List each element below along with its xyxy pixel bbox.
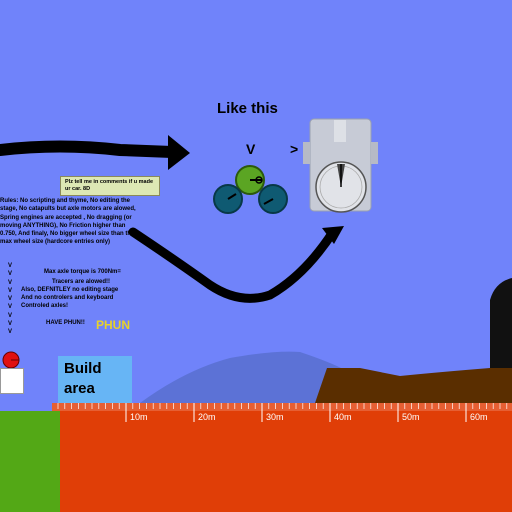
v-arrow-label: V: [246, 141, 256, 157]
build-area-line1: Build: [64, 360, 102, 377]
ruler-label-50m: 50m: [402, 412, 420, 422]
ruler-label-20m: 20m: [198, 412, 216, 422]
green-block: [0, 411, 60, 512]
drawn-arrowhead-right: [322, 226, 344, 244]
stopwatch-icon: [303, 118, 378, 213]
v-column: V V V V V V V V V: [8, 263, 13, 336]
rules-text: Rules: No scripting and thyme, No editin…: [0, 198, 136, 246]
drawn-arrowhead-left: [168, 135, 190, 170]
rule-torque: Max axle torque is 700Nm=: [44, 269, 121, 275]
ruler-ticks: [57, 403, 508, 422]
rule-controlled-axles: Controled axles!: [21, 303, 69, 309]
dirt-mound: [315, 368, 512, 403]
phun-logo-icon: PHUN: [96, 318, 130, 332]
drawn-arrow-left: [0, 140, 178, 158]
rule-no-editing: Also, DEFNITLEY no editing stage: [21, 287, 119, 293]
ruler-label-60m: 60m: [470, 412, 488, 422]
comment-note: Plz tell me in comments if u made ur car…: [60, 176, 160, 196]
gt-arrow-label: >: [290, 141, 299, 157]
svg-text:PHUN: PHUN: [96, 318, 130, 332]
wheel-icon: [213, 165, 288, 214]
rule-no-controllers: And no controlers and keyboard: [21, 295, 114, 301]
hill: [140, 351, 345, 403]
build-area[interactable]: Build area: [58, 356, 132, 403]
page-title: Like this: [217, 100, 278, 117]
ruler-strip: [52, 403, 512, 411]
build-area-line2: area: [64, 380, 95, 397]
ruler-label-10m: 10m: [130, 412, 148, 422]
dark-pillar: [490, 278, 512, 368]
ruler-label-30m: 30m: [266, 412, 284, 422]
red-ball-icon[interactable]: [2, 351, 20, 369]
rule-have-phun: HAVE PHUN!!: [46, 320, 85, 326]
ruler-label-40m: 40m: [334, 412, 352, 422]
drawn-v-line: [128, 227, 338, 303]
small-white-box: [0, 368, 24, 394]
ground: [52, 403, 512, 512]
rule-tracers: Tracers are alowed!!: [52, 279, 111, 285]
